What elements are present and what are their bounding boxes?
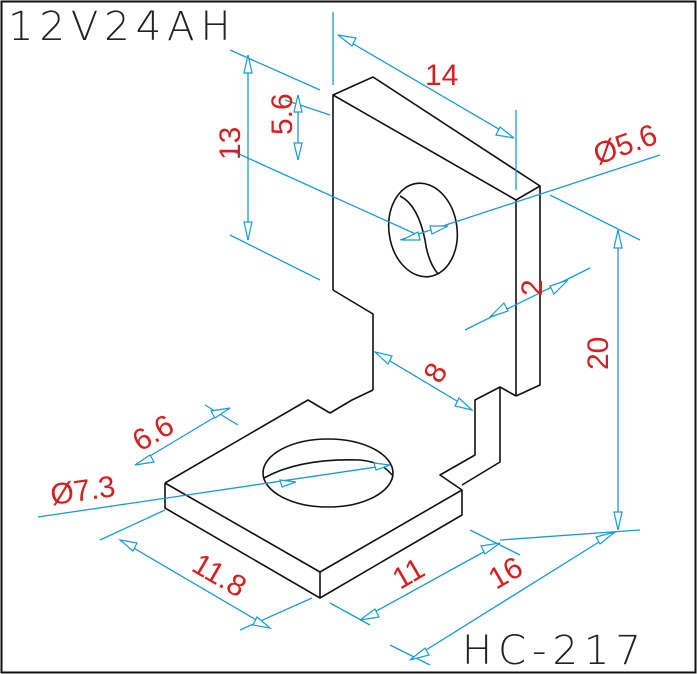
dim-base-width: 11 <box>387 552 430 596</box>
dim-step-width: 8 <box>417 358 454 389</box>
dimension-labels: 14 5.6 13 Ø5.6 2 20 8 6.6 Ø7.3 11.8 11 1… <box>48 59 661 604</box>
dim-base-depth: 11.8 <box>187 547 252 604</box>
dim-hole-offset: 5.6 <box>266 93 299 135</box>
dim-hole-upper-diameter: Ø5.6 <box>589 118 661 171</box>
dim-thickness: 2 <box>516 279 549 296</box>
dim-height-total: 20 <box>582 337 615 370</box>
battery-spec-label: 12V24AH <box>8 4 237 50</box>
dimension-arrows <box>117 34 623 661</box>
part-number-label: HC-217 <box>462 628 647 674</box>
dim-width-top: 14 <box>425 59 458 92</box>
part-outline <box>164 76 541 599</box>
dim-hole-base-diameter: Ø7.3 <box>48 470 117 512</box>
dimension-lines <box>37 12 661 666</box>
dim-height-upper: 13 <box>214 127 247 160</box>
dim-overall-width: 16 <box>483 551 528 596</box>
dim-base-hole-offset: 6.6 <box>127 409 180 458</box>
